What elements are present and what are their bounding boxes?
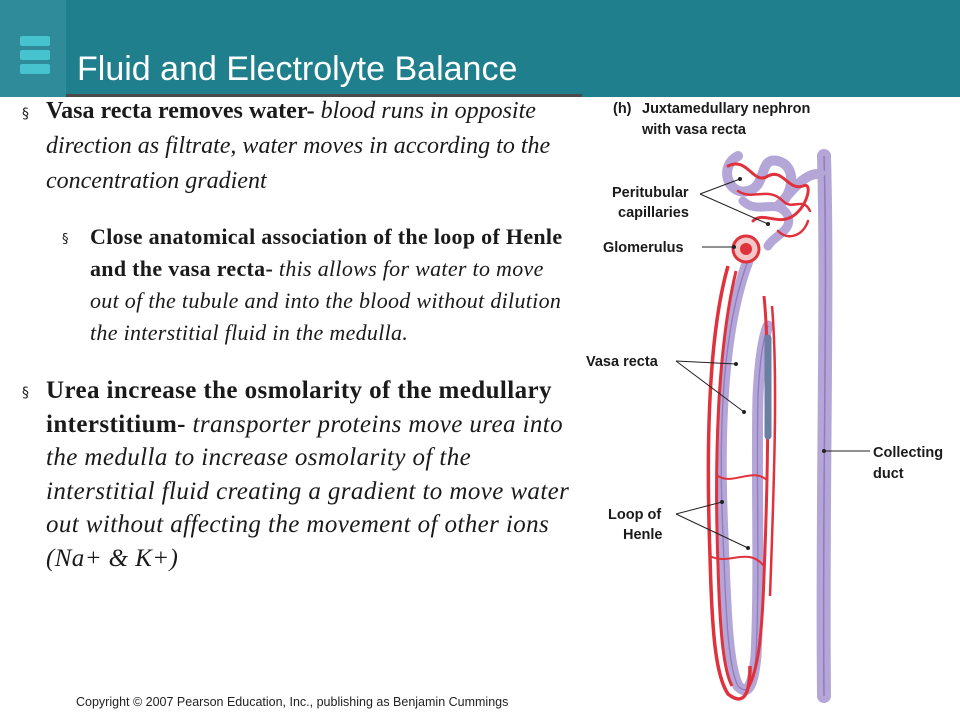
bullet-italic-text: transporter proteins move urea into the … xyxy=(46,410,570,572)
label-loop-2: Henle xyxy=(623,527,663,543)
subbullet-loop-association: § Close anatomical association of the lo… xyxy=(62,221,570,349)
bullet-urea: § Urea increase the osmolarity of the me… xyxy=(22,374,570,575)
label-loop-1: Loop of xyxy=(608,507,661,523)
label-glomerulus: Glomerulus xyxy=(603,240,684,256)
peritubular-capillaries xyxy=(722,151,812,251)
bullet-bold-text: Urea increase the osmolarity of the medu… xyxy=(46,377,552,438)
copyright-notice: Copyright © 2007 Pearson Education, Inc.… xyxy=(76,695,509,709)
leader-lines xyxy=(675,178,870,549)
nephron-figure: (h) Juxtamedullary nephron with vasa rec… xyxy=(578,96,960,706)
slide-logo-icon xyxy=(20,36,50,78)
label-vasa-recta: Vasa recta xyxy=(586,354,659,370)
bullet-bold-text: Close anatomical association of the loop… xyxy=(90,224,563,281)
bullet-mark: § xyxy=(22,106,29,122)
title-underline xyxy=(66,94,582,97)
bullet-mark: § xyxy=(22,385,30,401)
bullet-mark: § xyxy=(62,232,69,247)
slide-title: Fluid and Electrolyte Balance xyxy=(77,50,518,88)
nephron-diagram: (h) Juxtamedullary nephron with vasa rec… xyxy=(586,101,943,703)
bullet-italic-text: blood runs in opposite direction as filt… xyxy=(46,98,551,194)
label-peritubular-2: capillaries xyxy=(618,205,689,221)
figure-title-line1: Juxtamedullary nephron xyxy=(642,101,810,117)
bullet-italic-text: this allows for water to move out of the… xyxy=(90,256,562,345)
slide-content: § Vasa recta removes water- blood runs i… xyxy=(22,96,570,575)
title-bar-left-block xyxy=(0,0,66,97)
label-peritubular-1: Peritubular xyxy=(612,185,689,201)
bullet-vasa-recta: § Vasa recta removes water- blood runs i… xyxy=(22,94,570,199)
bullet-bold-text: Vasa recta removes water- xyxy=(46,98,315,124)
figure-label-h: (h) xyxy=(613,101,632,117)
label-collecting-2: duct xyxy=(873,466,904,482)
figure-title-line2: with vasa recta xyxy=(641,122,747,138)
label-collecting-1: Collecting xyxy=(873,445,943,461)
vasa-recta-vessels xyxy=(706,265,752,701)
title-bar: Fluid and Electrolyte Balance xyxy=(0,0,960,97)
